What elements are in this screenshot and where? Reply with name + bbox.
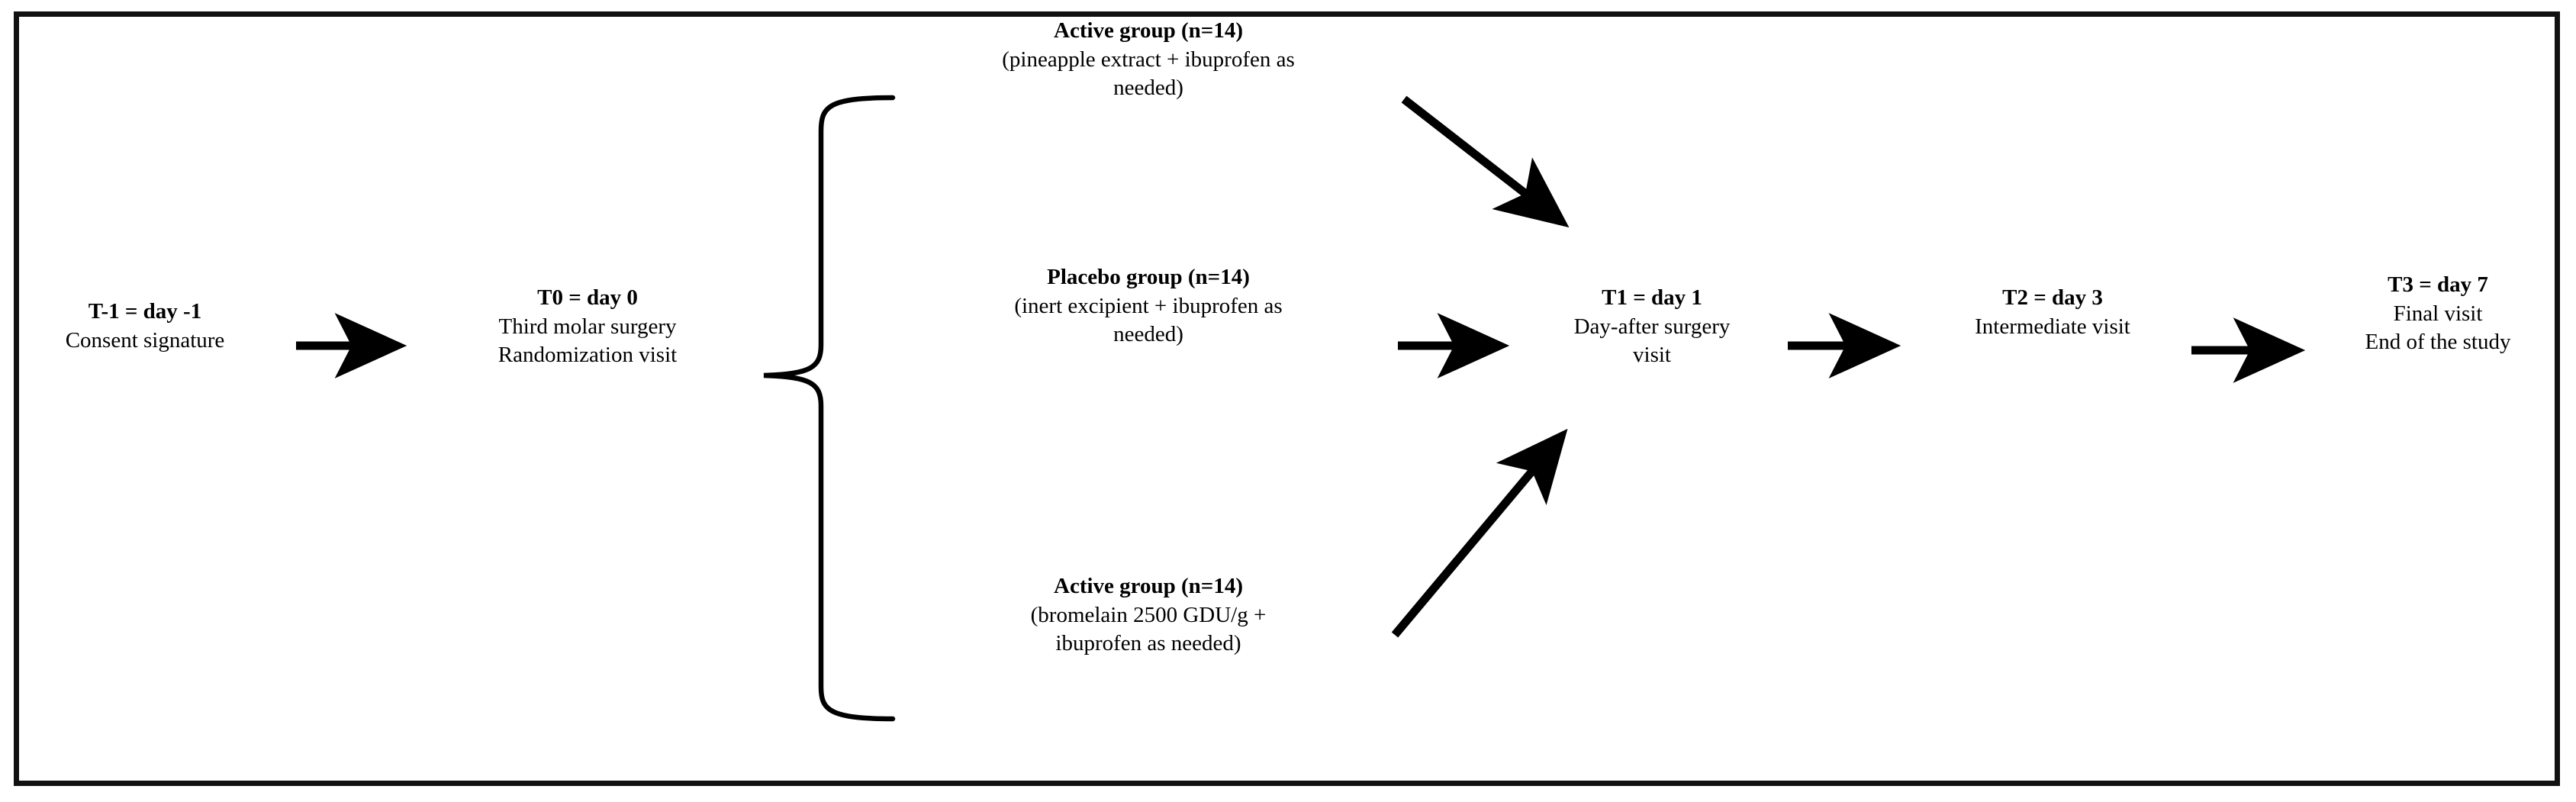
node-t0-header: T0 = day 0: [537, 285, 638, 310]
node-placebo-group-header: Placebo group (n=14): [1047, 265, 1250, 289]
node-placebo-group-line-2: needed): [1113, 322, 1183, 347]
node-t-minus-1-line-1: Consent signature: [65, 327, 225, 353]
node-t3: T3 = day 7 Final visit End of the study: [2308, 271, 2568, 357]
node-active-group-bromelain-header: Active group (n=14): [1054, 574, 1243, 598]
node-t1: T1 = day 1 Day-after surgery visit: [1515, 284, 1789, 370]
node-placebo-group-body: (inert excipient + ibuprofen as needed): [904, 292, 1393, 349]
node-t1-header: T1 = day 1: [1602, 285, 1702, 310]
node-t0-body: Third molar surgery Randomization visit: [423, 313, 752, 370]
node-t3-body: Final visit End of the study: [2308, 300, 2568, 357]
node-t2-line-1: Intermediate visit: [1975, 314, 2130, 339]
node-t-minus-1-header: T-1 = day -1: [88, 299, 202, 324]
node-t-minus-1: T-1 = day -1 Consent signature: [8, 298, 282, 355]
node-t3-header: T3 = day 7: [2388, 272, 2488, 297]
node-active-group-pineapple-header: Active group (n=14): [1054, 18, 1243, 43]
diagram-border: [14, 11, 2560, 786]
node-placebo-group: Placebo group (n=14) (inert excipient + …: [904, 263, 1393, 349]
node-t0-line-1: Third molar surgery: [498, 314, 677, 339]
node-t1-body: Day-after surgery visit: [1515, 313, 1789, 370]
node-t-minus-1-body: Consent signature: [8, 327, 282, 356]
node-active-group-bromelain: Active group (n=14) (bromelain 2500 GDU/…: [904, 572, 1393, 659]
node-t3-line-2: End of the study: [2365, 330, 2511, 355]
node-t3-line-1: Final visit: [2393, 301, 2483, 326]
node-t2: T2 = day 3 Intermediate visit: [1908, 284, 2198, 341]
node-active-group-bromelain-line-1: (bromelain 2500 GDU/g +: [1030, 602, 1267, 627]
node-t0: T0 = day 0 Third molar surgery Randomiza…: [423, 284, 752, 370]
node-t1-line-1: Day-after surgery: [1573, 314, 1731, 339]
node-active-group-pineapple-line-2: needed): [1113, 76, 1183, 101]
node-active-group-bromelain-body: (bromelain 2500 GDU/g + ibuprofen as nee…: [904, 601, 1393, 659]
node-active-group-pineapple-body: (pineapple extract + ibuprofen as needed…: [904, 46, 1393, 103]
node-active-group-bromelain-line-2: ibuprofen as needed): [1055, 631, 1241, 656]
node-t1-line-2: visit: [1633, 343, 1671, 368]
node-placebo-group-line-1: (inert excipient + ibuprofen as: [1014, 293, 1283, 318]
node-t0-line-2: Randomization visit: [497, 343, 678, 368]
node-active-group-pineapple-line-1: (pineapple extract + ibuprofen as: [1002, 47, 1295, 72]
node-active-group-pineapple: Active group (n=14) (pineapple extract +…: [904, 17, 1393, 103]
node-t2-header: T2 = day 3: [2002, 285, 2103, 310]
node-t2-body: Intermediate visit: [1908, 313, 2198, 342]
